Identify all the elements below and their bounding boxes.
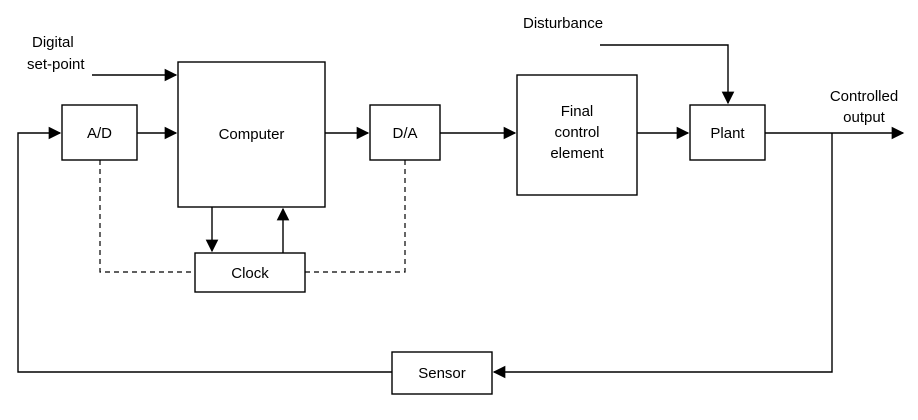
ad-block: A/D [61,104,138,161]
computer-block-box [177,61,326,208]
ad-clock-dashed-wire [99,160,195,273]
da-block: D/A [369,104,441,161]
clock-block-label: Clock [231,265,269,282]
final-control-element-label-line2: control [554,124,599,141]
da-block-box [369,104,441,161]
clock-block: Clock [194,252,306,293]
digital-setpoint-label-line2: set-point [27,56,85,73]
output-to-sensor-wire [492,133,833,379]
clock-block-box [194,252,306,293]
disturbance-label: Disturbance [523,15,603,32]
digital-setpoint-label: Digital set-point [27,34,85,73]
sensor-block-label: Sensor [418,365,466,382]
sensor-block: Sensor [391,351,493,395]
computer-block: Computer [177,61,326,208]
final-control-element-box [516,74,638,196]
plant-block-label: Plant [710,125,745,142]
feedback-left-wire [17,126,392,373]
controlled-output-label-line1: Controlled [830,88,898,105]
digital-setpoint-label-line1: Digital [32,34,74,51]
plant-block-box [689,104,766,161]
ad-block-box [61,104,138,161]
plant-block: Plant [689,104,766,161]
ad-block-label: A/D [87,125,112,142]
da-block-label: D/A [392,125,417,142]
controlled-output-label: Controlled output [830,88,898,126]
disturbance-arrow [600,44,735,105]
final-control-element-label-line3: element [550,145,604,162]
final-control-element-label-line1: Final [561,103,594,120]
clock-da-dashed-wire [305,160,406,273]
computer-block-label: Computer [219,126,285,143]
final-control-element-block: Final control element [516,74,638,196]
sensor-block-box [391,351,493,395]
controlled-output-label-line2: output [843,109,886,126]
